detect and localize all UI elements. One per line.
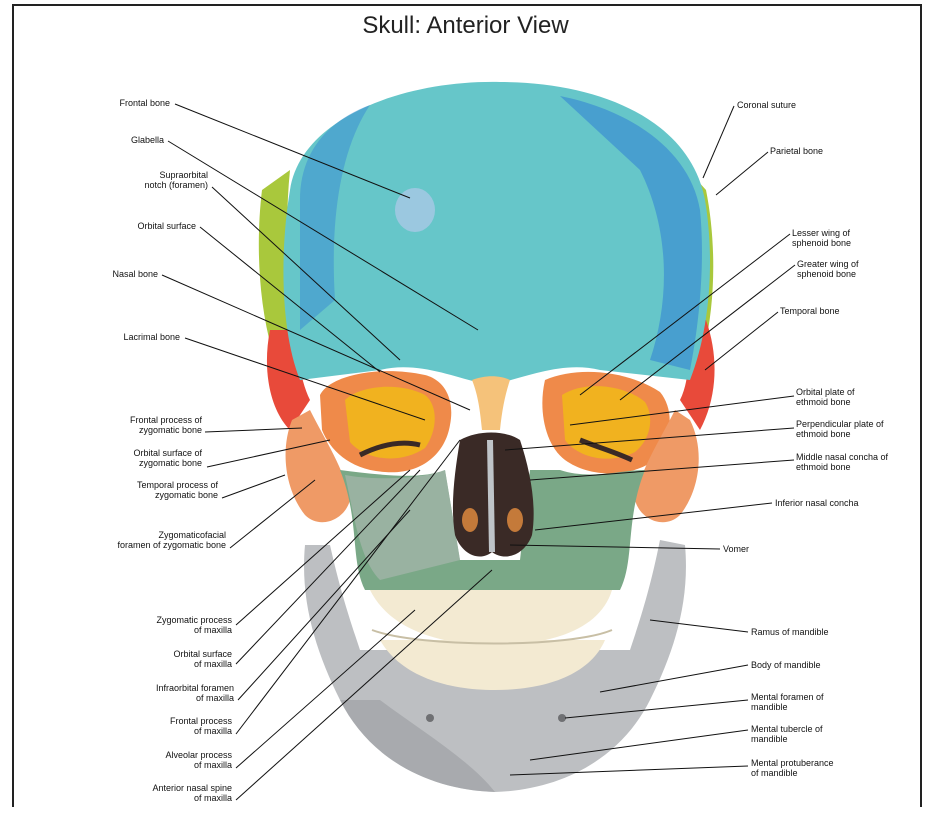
label-mental-tubercle: Mental tubercle of mandible — [751, 724, 823, 744]
label-coronal-suture: Coronal suture — [737, 100, 796, 110]
label-lesser-wing-sphenoid: Lesser wing of sphenoid bone — [792, 228, 851, 248]
label-temporal-bone: Temporal bone — [780, 306, 840, 316]
label-perpendicular-plate-ethmoid: Perpendicular plate of ethmoid bone — [796, 419, 884, 439]
label-ramus-mandible: Ramus of mandible — [751, 627, 829, 637]
nasal-septum — [490, 440, 492, 552]
mental-foramen-right — [558, 714, 566, 722]
inferior-concha-right — [507, 508, 523, 532]
label-body-mandible: Body of mandible — [751, 660, 821, 670]
mental-foramen-left — [426, 714, 434, 722]
label-anterior-nasal-spine: Anterior nasal spine of maxilla — [100, 783, 232, 803]
label-orbital-surface: Orbital surface — [90, 221, 196, 231]
label-greater-wing-sphenoid: Greater wing of sphenoid bone — [797, 259, 859, 279]
label-orbital-surface-zygomatic: Orbital surface of zygomatic bone — [82, 448, 202, 468]
label-infraorbital-foramen: Infraorbital foramen of maxilla — [110, 683, 234, 703]
label-alveolar-process-maxilla: Alveolar process of maxilla — [110, 750, 232, 770]
label-frontal-process-maxilla: Frontal process of maxilla — [110, 716, 232, 736]
label-orbital-surface-maxilla: Orbital surface of maxilla — [110, 649, 232, 669]
label-zygomatic-process-maxilla: Zygomatic process of maxilla — [110, 615, 232, 635]
nasal-bone — [472, 376, 510, 430]
label-inferior-nasal-concha: Inferior nasal concha — [775, 498, 859, 508]
label-lacrimal-bone: Lacrimal bone — [70, 332, 180, 342]
inferior-concha-left — [462, 508, 478, 532]
label-middle-nasal-concha: Middle nasal concha of ethmoid bone — [796, 452, 888, 472]
label-frontal-process-zygomatic: Frontal process of zygomatic bone — [82, 415, 202, 435]
label-orbital-plate-ethmoid: Orbital plate of ethmoid bone — [796, 387, 855, 407]
label-mental-protuberance: Mental protuberance of mandible — [751, 758, 834, 778]
label-parietal-bone: Parietal bone — [770, 146, 823, 156]
label-zygomaticofacial-foramen: Zygomaticofacial foramen of zygomatic bo… — [74, 530, 226, 550]
label-frontal-bone: Frontal bone — [60, 98, 170, 108]
label-temporal-process-zygomatic: Temporal process of zygomatic bone — [98, 480, 218, 500]
label-glabella: Glabella — [60, 135, 164, 145]
label-supraorbital-notch: Supraorbital notch (foramen) — [100, 170, 208, 190]
label-mental-foramen: Mental foramen of mandible — [751, 692, 824, 712]
label-vomer: Vomer — [723, 544, 749, 554]
label-nasal-bone: Nasal bone — [50, 269, 158, 279]
